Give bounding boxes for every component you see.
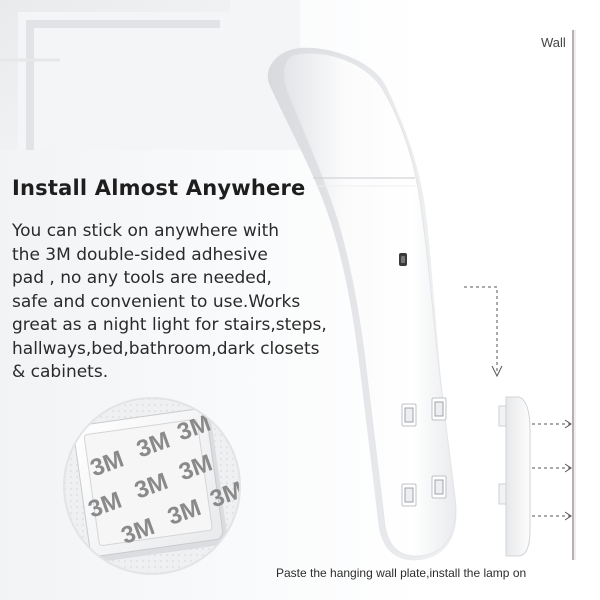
dashed-arrow-icon: [532, 419, 572, 521]
dashed-arrow-icon: [464, 286, 503, 378]
wall-label: Wall: [541, 35, 566, 50]
description-line: hallways,bed,bathroom,dark closets: [12, 338, 320, 359]
description-line: pad , no any tools are needed,: [12, 268, 272, 288]
led-light-icon: [401, 397, 447, 507]
night-lamp: [267, 47, 457, 561]
description-line: the 3M double-sided adhesive: [12, 244, 268, 265]
description-line: You can stick on anywhere with: [12, 221, 280, 241]
window-frame-background: [0, 0, 300, 150]
usb-port-icon: [399, 253, 407, 266]
description-line: safe and convenient to use.Works: [12, 291, 301, 312]
wall-hanging-plate: [498, 396, 531, 557]
description-text: You can stick on anywhere with the 3M do…: [12, 220, 342, 385]
description-line: & cabinets.: [12, 362, 109, 382]
headline: Install Almost Anywhere: [12, 176, 306, 200]
installation-caption: Paste the hanging wall plate,install the…: [276, 566, 527, 580]
description-line: great as a night light for stairs,steps,: [12, 315, 327, 335]
adhesive-pad-icon: 3M 3M 3M 3M 3M 3M 3M 3M 3M: [62, 396, 242, 576]
